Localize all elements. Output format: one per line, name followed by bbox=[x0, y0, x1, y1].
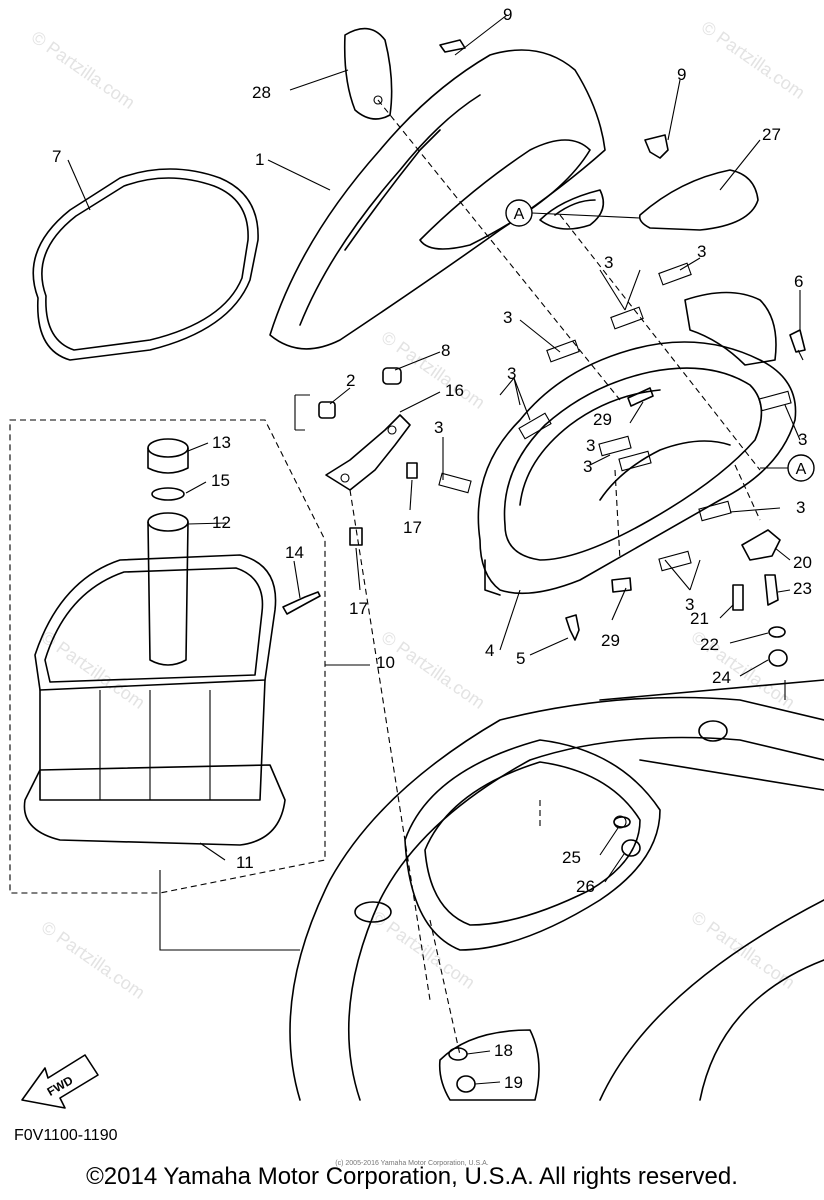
part-18-washer bbox=[448, 1047, 468, 1061]
callout-13: 13 bbox=[212, 433, 231, 452]
part-29-screw bbox=[611, 387, 654, 593]
callout-labels: 9 28 9 1 7 27 3 3 6 3 8 3 2 16 29 3 3 3 … bbox=[52, 5, 812, 1092]
part-8-nut bbox=[382, 367, 402, 385]
callout-3: 3 bbox=[583, 457, 592, 476]
callout-8: 8 bbox=[441, 341, 450, 360]
callout-3: 3 bbox=[604, 253, 613, 272]
copyright-notice: ©2014 Yamaha Motor Corporation, U.S.A. A… bbox=[86, 1163, 738, 1190]
callout-29: 29 bbox=[593, 410, 612, 429]
part-26-nut bbox=[621, 839, 641, 857]
part-27-cover bbox=[638, 169, 759, 231]
callout-27: 27 bbox=[762, 125, 781, 144]
svg-text:A: A bbox=[514, 206, 525, 223]
callout-10: 10 bbox=[376, 653, 395, 672]
part-2-nut bbox=[318, 401, 336, 419]
part-22-washer bbox=[768, 626, 786, 638]
part-5-fastener bbox=[565, 614, 580, 641]
callout-6: 6 bbox=[794, 272, 803, 291]
callout-23: 23 bbox=[793, 579, 812, 598]
part-21-bolt bbox=[732, 584, 744, 611]
callout-20: 20 bbox=[793, 553, 812, 572]
callout-19: 19 bbox=[504, 1073, 523, 1092]
callout-14: 14 bbox=[285, 543, 304, 562]
callout-3: 3 bbox=[796, 498, 805, 517]
part-11-storage-bin bbox=[23, 554, 286, 846]
part-16-bracket bbox=[325, 414, 411, 491]
callout-5: 5 bbox=[516, 649, 525, 668]
part-10-assembly-box bbox=[9, 419, 326, 894]
leader-lines bbox=[67, 14, 801, 1085]
callout-17: 17 bbox=[403, 518, 422, 537]
callout-3: 3 bbox=[434, 418, 443, 437]
callout-15: 15 bbox=[211, 471, 230, 490]
callout-21: 21 bbox=[690, 609, 709, 628]
reference-marker-a: A bbox=[760, 454, 815, 482]
callout-3: 3 bbox=[507, 364, 516, 383]
fwd-arrow-icon: FWD bbox=[21, 1054, 99, 1109]
part-19-nut bbox=[456, 1075, 476, 1093]
watermark: © Partzilla.com bbox=[698, 17, 809, 103]
watermark-layer: © Partzilla.com © Partzilla.com © Partzi… bbox=[28, 17, 809, 1003]
callout-28: 28 bbox=[252, 83, 271, 102]
callout-1: 1 bbox=[255, 150, 264, 169]
part-13-cap bbox=[147, 438, 189, 474]
callout-22: 22 bbox=[700, 635, 719, 654]
callout-7: 7 bbox=[52, 147, 61, 166]
watermark: © Partzilla.com bbox=[28, 27, 139, 113]
callout-3: 3 bbox=[685, 595, 694, 614]
part-25-washer bbox=[613, 816, 631, 828]
callout-3: 3 bbox=[697, 242, 706, 261]
callout-26: 26 bbox=[576, 877, 595, 896]
part-6-fastener bbox=[789, 329, 806, 361]
part-14-plug bbox=[282, 591, 321, 615]
callout-11: 11 bbox=[236, 853, 254, 872]
watermark: © Partzilla.com bbox=[378, 327, 489, 413]
part-20-bracket bbox=[741, 529, 781, 561]
watermark: © Partzilla.com bbox=[38, 627, 149, 713]
part-7-seal-ring bbox=[32, 168, 259, 361]
hull-body bbox=[289, 679, 824, 1101]
part-4-housing bbox=[477, 291, 797, 596]
callout-29: 29 bbox=[601, 631, 620, 650]
part-23-stud bbox=[764, 574, 779, 606]
alignment-lines bbox=[349, 99, 761, 1056]
callout-9: 9 bbox=[677, 65, 686, 84]
callout-17: 17 bbox=[349, 599, 368, 618]
small-print: (c) 2005-2016 Yamaha Motor Corporation, … bbox=[335, 1160, 489, 1167]
part-15-o-ring bbox=[151, 487, 185, 501]
diagram-code: F0V1100-1190 bbox=[14, 1127, 118, 1144]
callout-18: 18 bbox=[494, 1041, 513, 1060]
part-12-tube bbox=[147, 512, 189, 666]
callout-24: 24 bbox=[712, 668, 731, 687]
part-28-vent bbox=[343, 27, 393, 120]
watermark: © Partzilla.com bbox=[38, 917, 149, 1003]
svg-text:A: A bbox=[796, 461, 807, 478]
callout-3: 3 bbox=[798, 430, 807, 449]
callout-2: 2 bbox=[346, 371, 355, 390]
callout-4: 4 bbox=[485, 641, 494, 660]
part-17-bolt bbox=[349, 462, 418, 546]
callout-3: 3 bbox=[503, 308, 512, 327]
callout-25: 25 bbox=[562, 848, 581, 867]
callout-9: 9 bbox=[503, 5, 512, 24]
part-24-nut bbox=[768, 649, 788, 667]
part-3-labels bbox=[438, 262, 792, 572]
callout-3: 3 bbox=[586, 436, 595, 455]
reference-marker-a: A bbox=[505, 199, 641, 227]
callout-16: 16 bbox=[445, 381, 464, 400]
part-1-hood bbox=[269, 49, 606, 350]
callout-12: 12 bbox=[212, 513, 231, 532]
